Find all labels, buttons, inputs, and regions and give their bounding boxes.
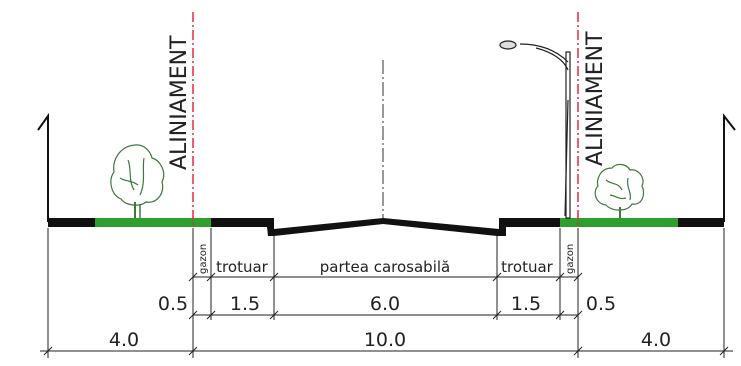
- tree-icon: [110, 144, 165, 218]
- gazon-label-right: gazon: [565, 244, 576, 274]
- left-grass-strip: [95, 218, 211, 227]
- shrub-icon: [594, 163, 645, 218]
- dimension-lines: [40, 228, 733, 358]
- roadway-surface: [266, 218, 383, 236]
- dim-left-sidewalk: 1.5: [230, 293, 260, 315]
- dim-roadway: 6.0: [370, 293, 400, 315]
- street-lamp-icon: [499, 40, 571, 219]
- sidewalk-label-left: trotuar: [216, 258, 268, 276]
- right-building-wall: [723, 113, 736, 222]
- dim-right-sidewalk: 1.5: [511, 293, 541, 315]
- dim-left-total: 4.0: [109, 329, 139, 351]
- alignment-label-left: ALINIAMENT: [167, 35, 192, 170]
- right-grass-strip: [560, 218, 678, 227]
- sidewalk-label-right: trotuar: [501, 258, 553, 276]
- left-building-wall: [37, 112, 49, 222]
- dim-right-grass: 0.5: [586, 293, 616, 315]
- roadway-surface-right: [383, 218, 506, 236]
- roadway-label: partea carosabilă: [320, 258, 450, 276]
- gazon-label-left: gazon: [198, 244, 209, 274]
- dim-left-grass: 0.5: [158, 293, 188, 315]
- ground-profile: [48, 218, 724, 236]
- dim-right-total: 4.0: [641, 329, 671, 351]
- alignment-label-right: ALINIAMENT: [583, 31, 608, 166]
- dim-street-width: 10.0: [364, 329, 406, 351]
